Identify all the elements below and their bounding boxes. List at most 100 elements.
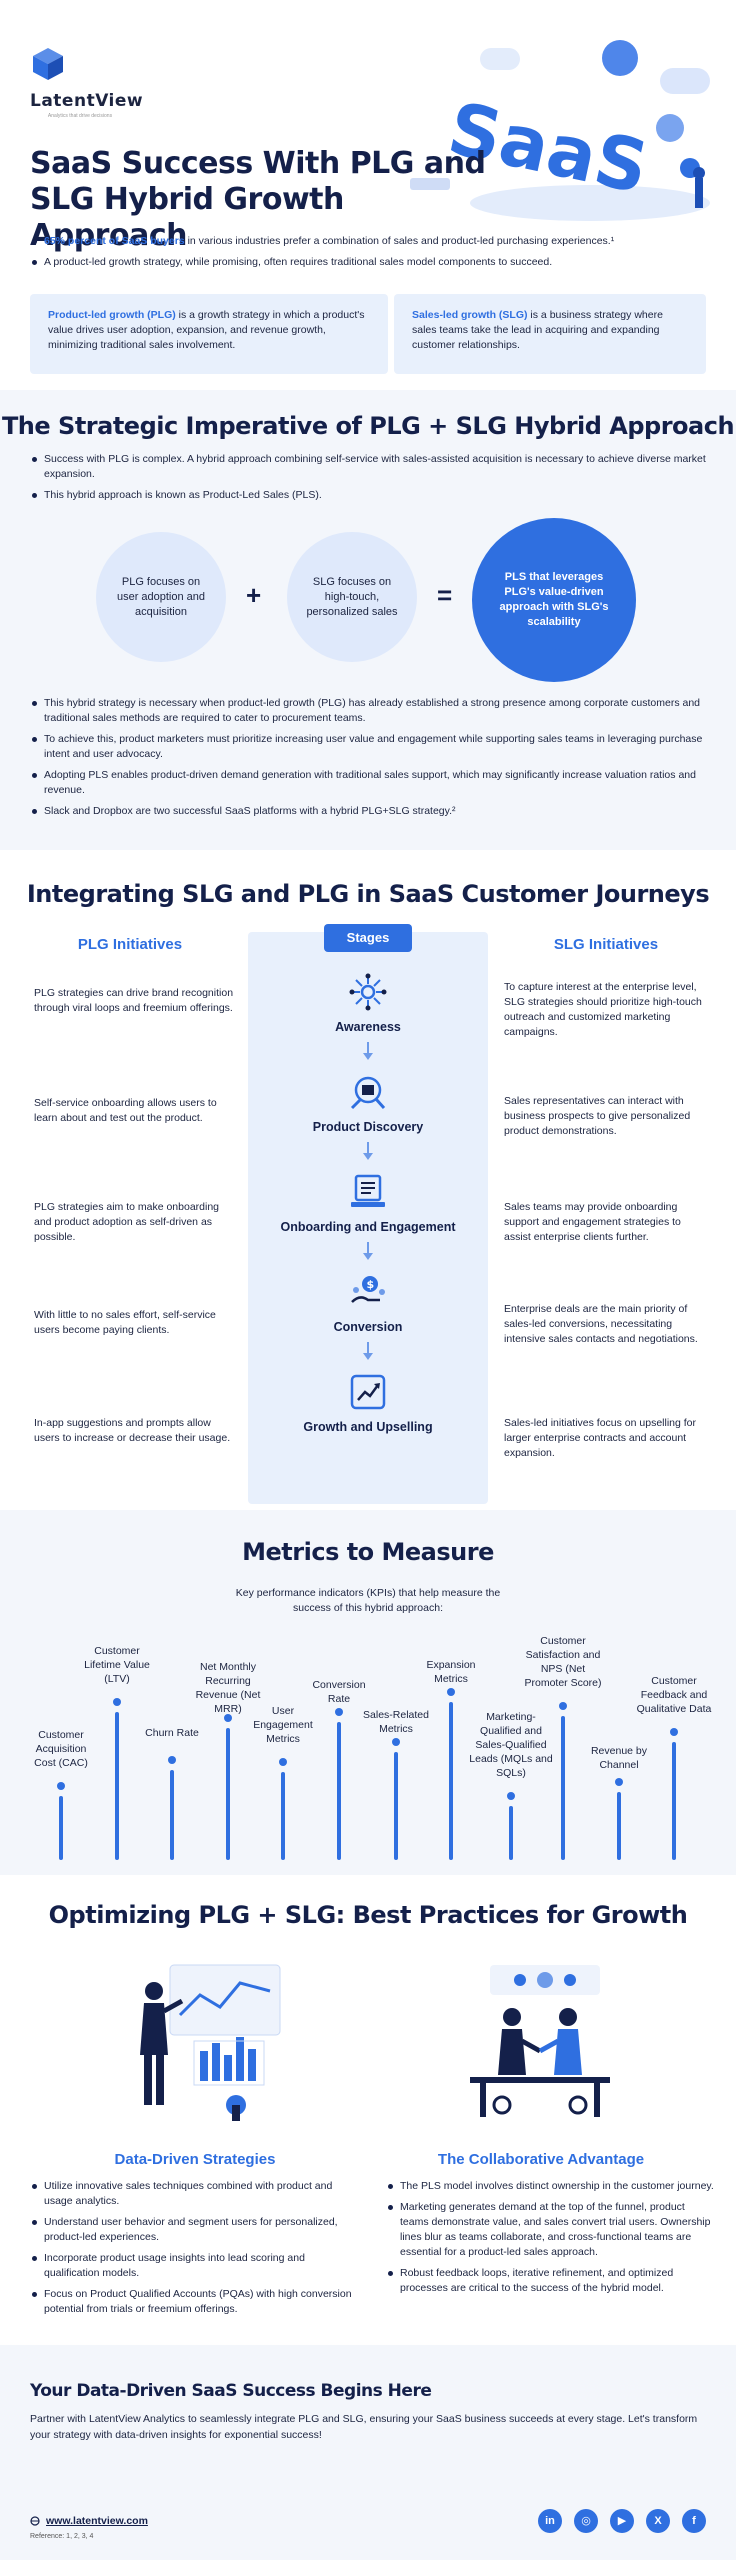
plg-initiative-awareness: PLG strategies can drive brand recogniti…	[34, 987, 234, 1014]
metric-net-mrr: Net Monthly Recurring Revenue (Net MRR)	[195, 1661, 261, 1715]
metric-bar	[115, 1712, 119, 1860]
collaborative-points: The PLS model involves distinct ownershi…	[386, 2179, 716, 2302]
svg-text:$: $	[367, 1278, 375, 1291]
metric-expansion: Expansion Metrics	[426, 1659, 476, 1685]
plg-initiative-conversion: With little to no sales effort, self-ser…	[34, 1309, 216, 1336]
hero-bullets: 65% percent of SaaS buyers in various in…	[30, 234, 710, 276]
references: Reference: 1, 2, 3, 4	[30, 2533, 94, 2540]
x-twitter-icon[interactable]: X	[646, 2509, 670, 2533]
practice-point: Understand user behavior and segment use…	[30, 2215, 360, 2245]
bullet-text: in various industries prefer a combinati…	[184, 235, 615, 247]
plg-initiatives-heading: PLG Initiatives	[77, 936, 183, 953]
equals-sign: =	[437, 580, 453, 610]
imperative-title: The Strategic Imperative of PLG + SLG Hy…	[1, 412, 735, 440]
metric-bar	[561, 1716, 565, 1860]
stage-onboarding-engagement: Onboarding and Engagement	[280, 1220, 456, 1234]
growth-chart-icon	[350, 1374, 386, 1410]
imperative-points: This hybrid strategy is necessary when p…	[30, 696, 710, 825]
slg-initiative-discovery: Sales representatives can interact with …	[504, 1095, 691, 1137]
metric-sales-related: Sales-Related Metrics	[363, 1709, 429, 1735]
plg-term: Product-led growth (PLG)	[48, 309, 176, 321]
slg-focus-circle: SLG focuses on high-touch, personalized …	[287, 532, 417, 662]
arrow-down-icon	[363, 1342, 373, 1360]
arrow-down-icon	[363, 1242, 373, 1260]
facebook-icon[interactable]: f	[682, 2509, 706, 2533]
strategic-imperative-section: The Strategic Imperative of PLG + SLG Hy…	[0, 390, 736, 850]
slg-definition: is a business strategy where sales teams…	[412, 309, 663, 351]
youtube-icon[interactable]: ▶	[610, 2509, 634, 2533]
metric-bar	[226, 1728, 230, 1860]
metric-mqls-sqls: Marketing-Qualified and Sales-Qualified …	[469, 1711, 553, 1779]
metric-dot	[113, 1698, 121, 1706]
metric-bar	[59, 1796, 63, 1860]
linkedin-icon[interactable]: in	[538, 2509, 562, 2533]
metric-bar	[617, 1792, 621, 1860]
data-driven-points: Utilize innovative sales techniques comb…	[30, 2179, 360, 2323]
practice-point: Incorporate product usage insights into …	[30, 2251, 360, 2281]
cta-body: Partner with LatentView Analytics to sea…	[30, 2413, 698, 2441]
cube-logo-icon	[33, 48, 63, 80]
imperative-point: Adopting PLS enables product-driven dema…	[30, 768, 710, 798]
practice-point: The PLS model involves distinct ownershi…	[386, 2179, 716, 2194]
practice-point: Focus on Product Qualified Accounts (PQA…	[30, 2287, 360, 2317]
cta-title: Your Data-Driven SaaS Success Begins Her…	[30, 2381, 432, 2401]
arrow-down-icon	[363, 1042, 373, 1060]
header-section: LatentView Analytics that drive decision…	[0, 0, 736, 380]
metric-bar	[337, 1722, 341, 1860]
metric-revenue-by-channel: Revenue by Channel	[590, 1745, 648, 1771]
stage-conversion: Conversion	[333, 1320, 403, 1334]
plg-definition: is a growth strategy in which a product'…	[48, 309, 365, 351]
plus-sign: +	[246, 580, 262, 610]
metric-cac: Customer Acquisition Cost (CAC)	[34, 1729, 88, 1769]
plg-initiative-growth: In-app suggestions and prompts allow use…	[34, 1417, 231, 1444]
metric-dot	[224, 1714, 232, 1722]
hero-bullet: 65% percent of SaaS buyers in various in…	[30, 234, 710, 249]
website-link[interactable]: www.latentview.com	[46, 2515, 148, 2527]
dollar-exchange-icon: $	[351, 1276, 385, 1303]
handshake-illustration	[470, 1965, 610, 2117]
metric-dot	[335, 1708, 343, 1716]
logo-tagline: Analytics that drive decisions	[47, 113, 113, 119]
metrics-subtitle: Key performance indicators (KPIs) that h…	[235, 1587, 501, 1614]
practice-point: Robust feedback loops, iterative refinem…	[386, 2266, 716, 2296]
metrics-section: Metrics to Measure Key performance indic…	[0, 1510, 736, 1875]
slg-initiatives-heading: SLG Initiatives	[553, 936, 659, 953]
imperative-intro: Success with PLG is complex. A hybrid ap…	[30, 452, 710, 509]
stages-panel: Stages Awareness Product Discovery Onboa…	[248, 924, 488, 1504]
metric-dot	[447, 1688, 455, 1696]
slg-initiative-awareness: To capture interest at the enterprise le…	[504, 981, 702, 1038]
journeys-title: Integrating SLG and PLG in SaaS Customer…	[26, 880, 710, 908]
collaborative-heading: The Collaborative Advantage	[437, 2151, 645, 2168]
metric-bar	[449, 1702, 453, 1860]
metric-dot	[57, 1782, 65, 1790]
practice-point: Marketing generates demand at the top of…	[386, 2200, 716, 2260]
metric-bar	[509, 1806, 513, 1860]
imperative-point: Slack and Dropbox are two successful Saa…	[30, 804, 710, 819]
customer-journeys-section: Integrating SLG and PLG in SaaS Customer…	[0, 850, 736, 1510]
logo-text: LatentView	[30, 91, 144, 111]
metric-bar	[281, 1772, 285, 1860]
plg-initiative-onboarding: PLG strategies aim to make onboarding an…	[34, 1201, 220, 1243]
metric-bar	[170, 1770, 174, 1860]
saas-hero-illustration: SaaS	[410, 40, 710, 221]
plg-initiative-discovery: Self-service onboarding allows users to …	[34, 1097, 217, 1124]
practices-title: Optimizing PLG + SLG: Best Practices for…	[48, 1901, 688, 1929]
globe-icon	[30, 2513, 40, 2526]
footer-section: Your Data-Driven SaaS Success Begins Her…	[0, 2345, 736, 2560]
best-practices-section: Optimizing PLG + SLG: Best Practices for…	[0, 1875, 736, 2345]
intro-bullet: Success with PLG is complex. A hybrid ap…	[30, 452, 710, 482]
imperative-point: This hybrid strategy is necessary when p…	[30, 696, 710, 726]
plg-definition-box: Product-led growth (PLG) is a growth str…	[30, 294, 388, 374]
imperative-point: To achieve this, product marketers must …	[30, 732, 710, 762]
logo[interactable]: LatentView Analytics that drive decision…	[30, 46, 144, 119]
instagram-icon[interactable]: ◎	[574, 2509, 598, 2533]
metrics-title: Metrics to Measure	[242, 1538, 494, 1566]
stage-awareness: Awareness	[335, 1020, 401, 1034]
megaphone-network-icon	[349, 973, 387, 1011]
stage-growth-upselling: Growth and Upselling	[303, 1420, 433, 1434]
metric-bar	[672, 1742, 676, 1860]
practice-point: Utilize innovative sales techniques comb…	[30, 2179, 360, 2209]
metric-feedback-qualitative: Customer Feedback and Qualitative Data	[636, 1675, 712, 1715]
slg-initiative-conversion: Enterprise deals are the main priority o…	[504, 1303, 698, 1345]
plg-focus-circle: PLG focuses on user adoption and acquisi…	[96, 532, 226, 662]
